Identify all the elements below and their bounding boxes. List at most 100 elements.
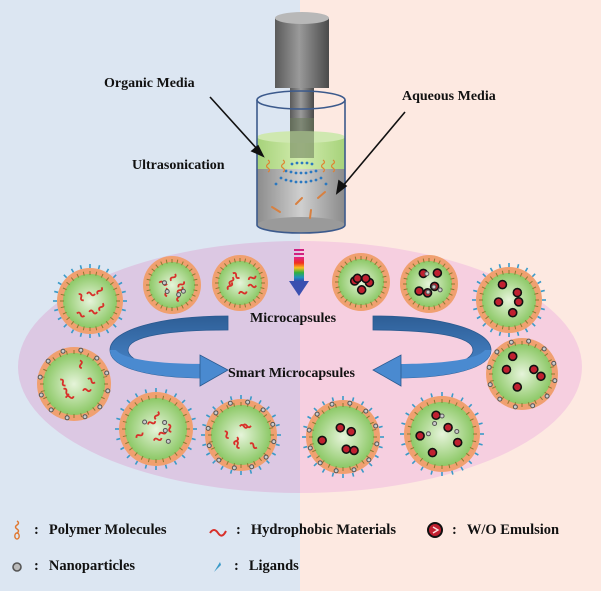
aqueous-media-pointer-arrow bbox=[335, 111, 406, 195]
wo-emulsion-droplet bbox=[536, 371, 546, 382]
nanoparticle bbox=[271, 439, 277, 445]
nanoparticle bbox=[165, 438, 171, 444]
wo-emulsion-droplet bbox=[349, 445, 359, 456]
nanoparticle bbox=[213, 410, 219, 416]
nanoparticle bbox=[439, 413, 445, 419]
nanoparticle bbox=[454, 428, 460, 434]
hydrophobic-material bbox=[247, 283, 257, 289]
nanoparticle bbox=[48, 407, 54, 413]
nanoparticle bbox=[162, 427, 168, 433]
wo-emulsion-droplet bbox=[431, 410, 441, 421]
ligand-mark bbox=[187, 407, 192, 412]
wo-emulsion-droplet bbox=[529, 364, 539, 375]
hydrophobic-material bbox=[176, 286, 184, 294]
hydrophobic-material bbox=[82, 388, 92, 393]
legend-separator: : bbox=[34, 557, 39, 574]
wo-emulsion-droplet bbox=[512, 287, 523, 298]
hydrophobic-material bbox=[167, 423, 172, 433]
nanoparticle bbox=[37, 374, 43, 380]
ligand-mark bbox=[212, 406, 217, 411]
hydrophobic-material bbox=[60, 378, 66, 387]
ligand-mark bbox=[97, 332, 101, 337]
ultrasonication-label: Ultrasonication bbox=[132, 158, 225, 173]
legend-label: Polymer Molecules bbox=[48, 521, 167, 538]
nanoparticle bbox=[249, 464, 255, 470]
ligand-mark bbox=[368, 462, 373, 467]
ligand-mark bbox=[63, 274, 68, 279]
ligand-mark bbox=[540, 289, 545, 293]
capsule-core bbox=[43, 353, 105, 415]
legend-label: Nanoparticles bbox=[48, 557, 136, 574]
legend-row-1: : Polymer Molecules : Hydrophobic Materi… bbox=[8, 520, 559, 540]
hydrophobic-material bbox=[249, 442, 258, 449]
microcapsule bbox=[212, 255, 268, 311]
ligand-mark bbox=[411, 403, 416, 408]
hydrophobic-material bbox=[235, 440, 240, 449]
nanoparticle bbox=[263, 454, 269, 460]
nanoparticle bbox=[231, 465, 237, 471]
hydrophobic-material bbox=[232, 272, 240, 279]
ligand-mark bbox=[220, 465, 224, 471]
nanoparticle bbox=[105, 388, 111, 394]
legend-item-ligands: : Ligands bbox=[208, 556, 299, 576]
ligand-mark bbox=[181, 399, 186, 404]
nanoparticle bbox=[216, 457, 222, 463]
nanoparticle bbox=[497, 396, 503, 402]
capsule-core bbox=[125, 398, 187, 460]
hydrophobic-material bbox=[78, 293, 84, 302]
nanoparticle bbox=[512, 404, 518, 410]
ligand-mark bbox=[229, 396, 233, 401]
ligand-mark bbox=[205, 414, 211, 418]
ligand-mark bbox=[118, 316, 123, 321]
wo-emulsion-droplet bbox=[317, 435, 327, 446]
wo-emulsion-droplet bbox=[507, 351, 518, 362]
nanoparticle bbox=[270, 421, 276, 427]
hydrophobic-material bbox=[86, 291, 96, 297]
nanoparticle-icon bbox=[12, 562, 22, 572]
ligand-mark bbox=[212, 459, 217, 464]
hydrophobic-material bbox=[238, 290, 248, 295]
ligand-mark bbox=[482, 322, 487, 327]
process-arrow bbox=[289, 249, 309, 296]
hydrophobic-material bbox=[226, 281, 234, 291]
ligand-mark bbox=[451, 470, 454, 475]
ligand-mark bbox=[351, 397, 355, 402]
hydrophobic-material bbox=[65, 395, 75, 400]
microcapsule bbox=[201, 395, 281, 475]
ligand-mark bbox=[134, 460, 139, 465]
nanoparticle bbox=[306, 427, 312, 433]
ligand-mark bbox=[191, 437, 196, 441]
microcapsule bbox=[332, 253, 390, 311]
nanoparticle bbox=[64, 415, 70, 421]
ligand-mark bbox=[191, 417, 196, 421]
ligand-mark bbox=[116, 437, 121, 441]
ligand-mark bbox=[401, 443, 406, 446]
legend-label: Ligands bbox=[248, 557, 299, 574]
wo-emulsion-droplet bbox=[507, 307, 518, 318]
ligand-mark bbox=[63, 323, 68, 328]
legend-label: W/O Emulsion bbox=[466, 521, 560, 538]
ligand-mark bbox=[473, 289, 478, 293]
wo-emulsion-droplet bbox=[356, 285, 367, 295]
ligand-mark bbox=[164, 464, 168, 469]
hydrophobic-material bbox=[239, 423, 249, 429]
hydrophobic-material-icon bbox=[209, 529, 227, 537]
polymer-molecule-icon bbox=[14, 520, 20, 540]
nanoparticle bbox=[78, 347, 84, 353]
right-cycle-arrow bbox=[372, 315, 492, 387]
nanoparticle bbox=[94, 355, 100, 361]
ligand-mark bbox=[405, 452, 410, 456]
capsule-core bbox=[63, 274, 117, 328]
hydrophobic-material bbox=[233, 436, 239, 446]
nanoparticle bbox=[494, 349, 500, 355]
ligand-mark bbox=[313, 407, 318, 412]
wo-emulsion-droplet bbox=[493, 297, 504, 307]
nanoparticle bbox=[526, 338, 532, 344]
nanoparticle bbox=[541, 346, 547, 352]
ligand-mark bbox=[331, 397, 335, 402]
nanoparticle bbox=[317, 460, 323, 466]
ligand-mark bbox=[258, 465, 262, 471]
ligand-mark bbox=[307, 454, 312, 459]
hydrophobic-material bbox=[87, 377, 96, 384]
